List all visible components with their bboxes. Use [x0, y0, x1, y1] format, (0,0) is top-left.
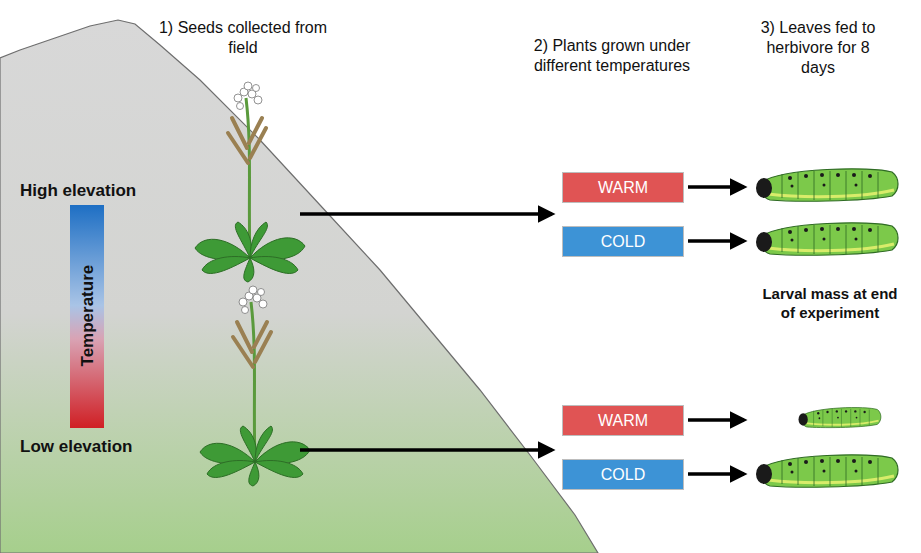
- temperature-box: COLD: [562, 226, 684, 257]
- temperature-box: WARM: [562, 405, 684, 436]
- elevation-label: Low elevation: [20, 436, 200, 457]
- elevation-label: High elevation: [20, 180, 200, 201]
- box-label: WARM: [598, 179, 648, 197]
- temperature-box: WARM: [562, 172, 684, 203]
- box-label: COLD: [601, 466, 645, 484]
- step-heading: 2) Plants grown under different temperat…: [512, 36, 712, 76]
- step-heading: 1) Seeds collected from field: [153, 18, 333, 58]
- step-heading: 3) Leaves fed to herbivore for 8 days: [748, 18, 888, 78]
- box-label: WARM: [598, 412, 648, 430]
- temperature-box: COLD: [562, 459, 684, 490]
- box-label: COLD: [601, 233, 645, 251]
- step-heading: Larval mass at end of experiment: [760, 285, 900, 323]
- axis-label: Temperature: [77, 265, 98, 367]
